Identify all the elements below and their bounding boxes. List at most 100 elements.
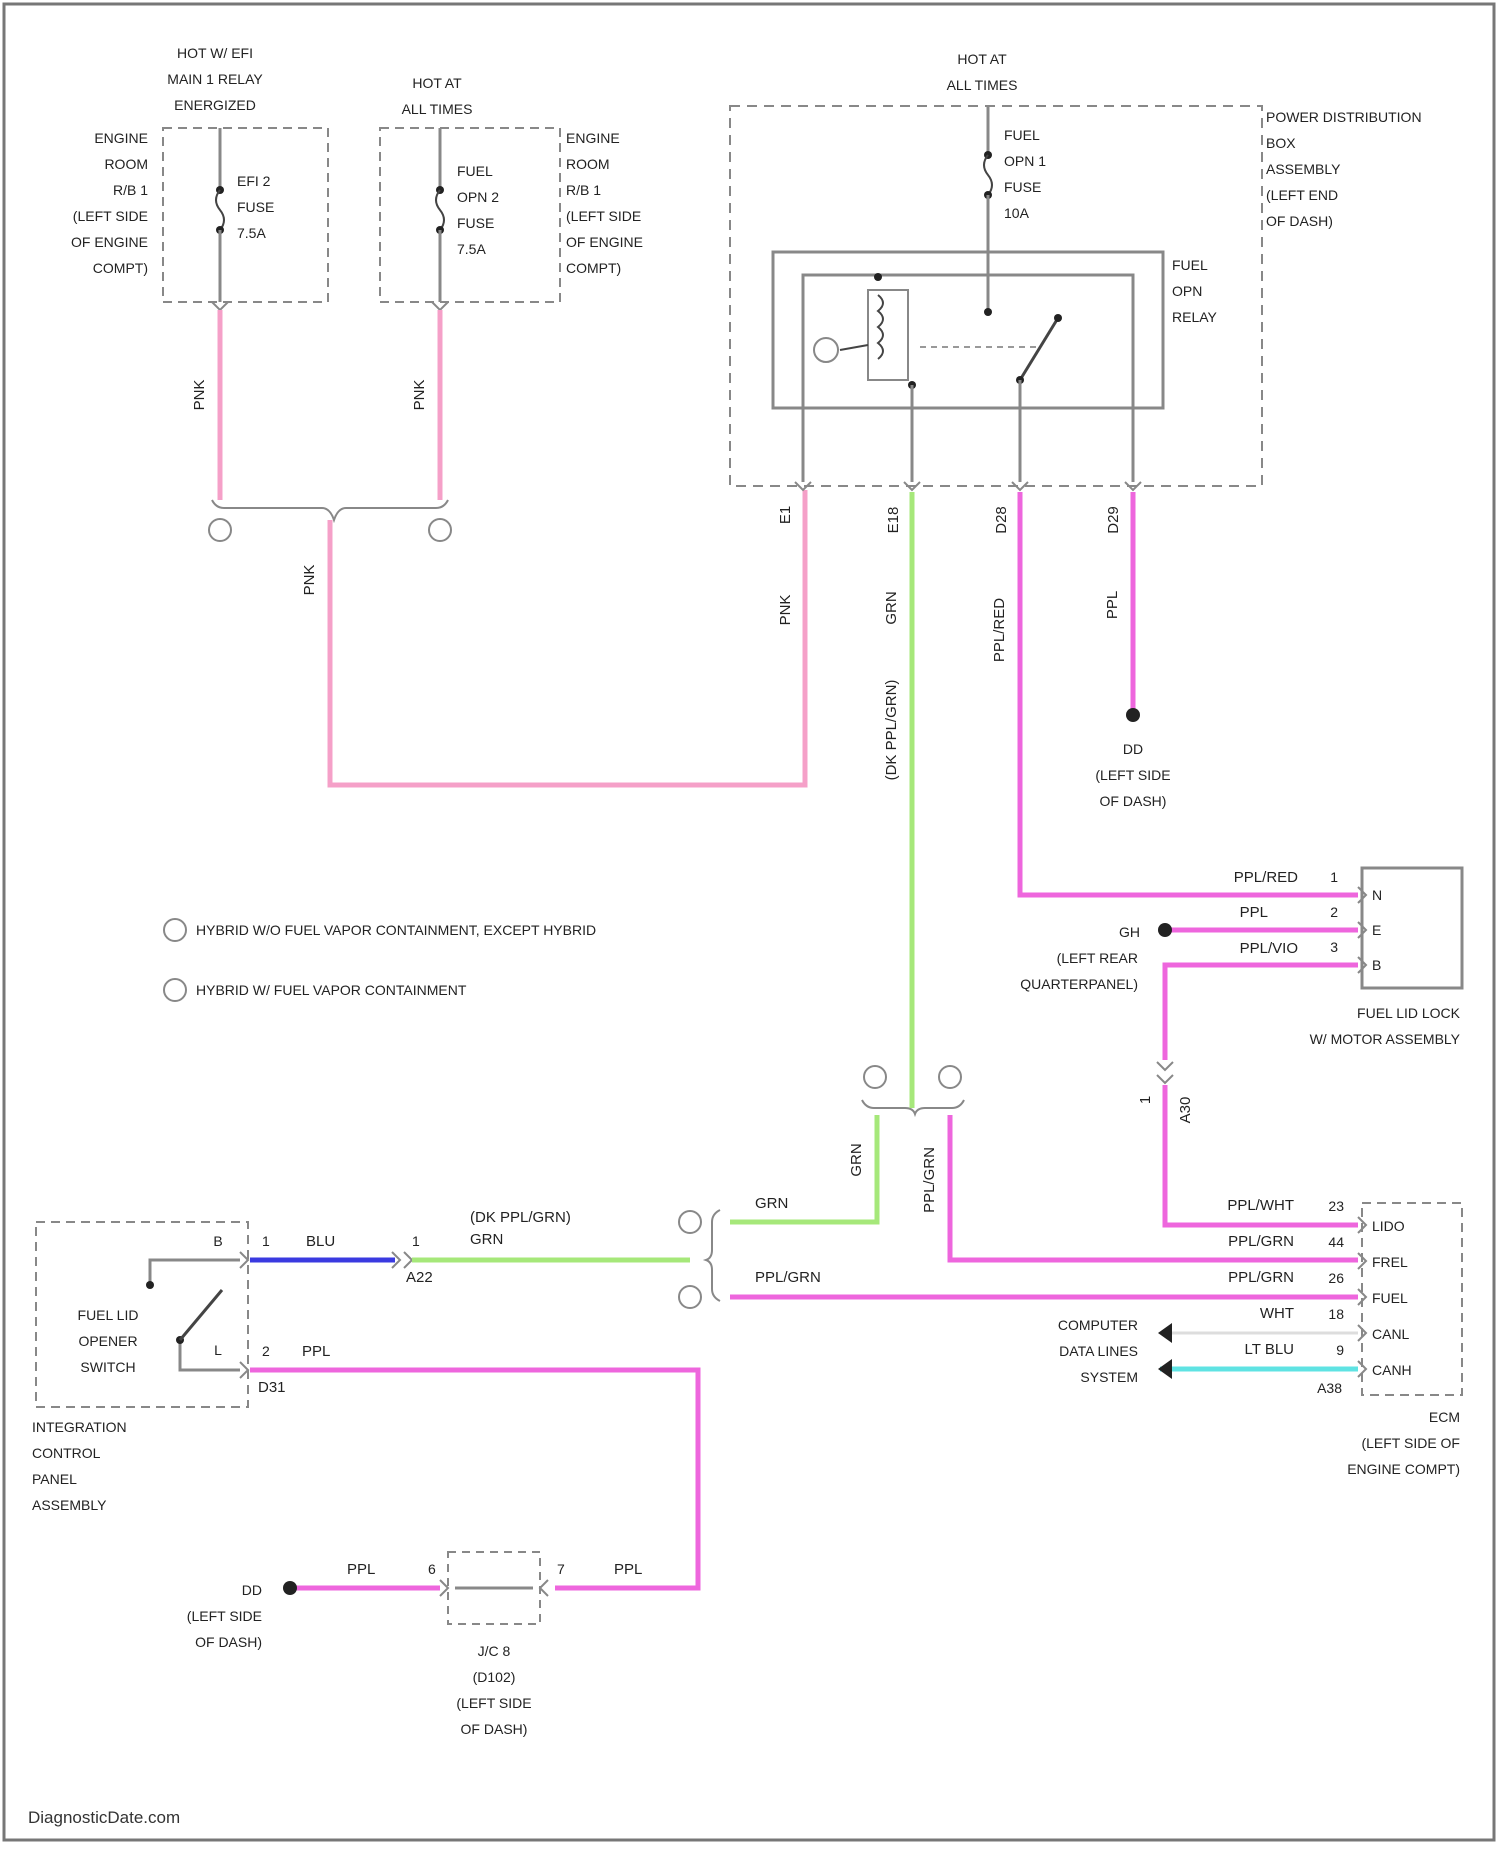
ecm-pin-num-44: 44	[1328, 1234, 1344, 1250]
ppl-label-jc8-right: PPL	[614, 1561, 642, 1578]
ecm-pin-lido: LIDO	[1372, 1218, 1405, 1234]
option-marker-2	[429, 519, 451, 541]
switch-pin-2: 2	[262, 1343, 270, 1359]
pnk-label-1: PNK	[191, 380, 208, 411]
fuel-lid-opener-switch-assembly: B L FUEL LID OPENER SWITCH 1 2 D31 INTEG…	[32, 1222, 286, 1513]
ecm-pin-canh: CANH	[1372, 1362, 1412, 1378]
power-distribution-box: HOT AT ALL TIMES POWER DISTRIBUTION BOX …	[730, 51, 1422, 534]
wht-label: WHT	[1260, 1305, 1294, 1322]
ecm-pin-num-9: 9	[1336, 1342, 1344, 1358]
ppl-grn-label-mid: PPL/GRN	[921, 1147, 938, 1213]
ground-dd-upper-icon	[1126, 708, 1140, 722]
grn-label-4: GRN	[470, 1231, 503, 1248]
pin-e1-label: E1	[777, 506, 794, 524]
jc8-label-4: OF DASH)	[461, 1721, 528, 1737]
switch-letter-l: L	[214, 1342, 222, 1358]
diode-link	[840, 345, 868, 350]
relay-label-3: RELAY	[1172, 309, 1218, 325]
lock-pin-b: B	[1372, 957, 1381, 973]
lock-pin-n: N	[1372, 887, 1382, 903]
fuel-opn2-fuse-icon	[436, 190, 444, 230]
ecm-pin-canl: CANL	[1372, 1326, 1410, 1342]
switch-pin-1: 1	[262, 1233, 270, 1249]
ground-gh-icon	[1158, 923, 1172, 937]
jc8-pin-7-terminal	[540, 1580, 548, 1596]
ecm-pin-num-26: 26	[1328, 1270, 1344, 1286]
ecm-title-2: (LEFT SIDE OF	[1361, 1435, 1460, 1451]
option-marker-1	[209, 519, 231, 541]
integration-label-2: CONTROL	[32, 1445, 101, 1461]
rb1-right-label-3: R/B 1	[566, 182, 601, 198]
pdb-label-2: BOX	[1266, 135, 1296, 151]
switch-b-wire	[150, 1260, 240, 1285]
ppl-label-switch: PPL	[302, 1343, 330, 1360]
lock-label-2: W/ MOTOR ASSEMBLY	[1310, 1031, 1461, 1047]
rb1-left-label-4: (LEFT SIDE	[73, 208, 148, 224]
ppl-grn-wire-frel	[950, 1115, 1358, 1260]
legend: HYBRID W/O FUEL VAPOR CONTAINMENT, EXCEP…	[164, 919, 596, 1001]
ppl-red-label-2: PPL/RED	[1234, 869, 1298, 886]
fuel-opn-relay-inner	[803, 275, 1133, 408]
switch-letter-b: B	[213, 1233, 222, 1249]
switch-b-dot	[146, 1281, 154, 1289]
efi-terminal	[212, 302, 228, 310]
rb1-left-label-6: COMPT)	[93, 260, 148, 276]
jc8-junction: 6 7 J/C 8 (D102) (LEFT SIDE OF DASH)	[428, 1552, 565, 1737]
computer-data-3: SYSTEM	[1080, 1369, 1138, 1385]
a30-pin-num: 1	[1137, 1096, 1154, 1104]
ppl-label-jc8-left: PPL	[347, 1561, 375, 1578]
d31-label: D31	[258, 1379, 286, 1396]
efi-hot-label-1: HOT W/ EFI	[177, 45, 253, 61]
relay-label-2: OPN	[1172, 283, 1202, 299]
pink-wire-to-relay-e1	[330, 490, 805, 785]
relay-contact-dot	[984, 308, 992, 316]
dd-lower-label-3: OF DASH)	[195, 1634, 262, 1650]
efi-fuse-group: HOT W/ EFI MAIN 1 RELAY ENERGIZED EFI 2 …	[71, 45, 328, 310]
opn1-label-2: OPN 1	[1004, 153, 1046, 169]
dk-ppl-grn-label-2: (DK PPL/GRN)	[470, 1209, 571, 1226]
rb1-left-label-1: ENGINE	[94, 130, 148, 146]
opn1-label-4: 10A	[1004, 205, 1030, 221]
grn-label-1: GRN	[883, 591, 900, 624]
option-marker-6	[679, 1286, 701, 1308]
dd-upper-label-2: (LEFT SIDE	[1095, 767, 1170, 783]
opener-label-3: SWITCH	[80, 1359, 135, 1375]
hot2-label-2: ALL TIMES	[947, 77, 1018, 93]
legend-marker-1-icon	[164, 919, 186, 941]
pnk-label-2: PNK	[411, 380, 428, 411]
ppl-red-label-1: PPL/RED	[991, 598, 1008, 662]
ppl-grn-label-ecm-2: PPL/GRN	[1228, 1269, 1294, 1286]
integration-label-4: ASSEMBLY	[32, 1497, 107, 1513]
a22-terminal-right	[404, 1252, 412, 1268]
pdb-label-5: OF DASH)	[1266, 213, 1333, 229]
option-marker-5	[679, 1211, 701, 1233]
gh-loc-2: QUARTERPANEL)	[1020, 976, 1138, 992]
opn2-fuse-label-2: OPN 2	[457, 189, 499, 205]
efi-hot-label-2: MAIN 1 RELAY	[167, 71, 263, 87]
rb1-right-label-5: OF ENGINE	[566, 234, 643, 250]
lock-pin-num-3: 3	[1330, 939, 1338, 955]
pin-d28-label: D28	[993, 506, 1010, 534]
legend-text-2: HYBRID W/ FUEL VAPOR CONTAINMENT	[196, 982, 467, 998]
rb1-right-label-4: (LEFT SIDE	[566, 208, 641, 224]
ecm-conn-label: A38	[1317, 1380, 1342, 1396]
fuel-opn1-fuse-icon	[984, 155, 992, 195]
ppl-wht-label: PPL/WHT	[1227, 1197, 1294, 1214]
switch-l-wire	[180, 1340, 240, 1370]
switch-pin-2-terminal	[240, 1362, 248, 1378]
efi-hot-label-3: ENERGIZED	[174, 97, 256, 113]
lock-pin-e: E	[1372, 922, 1381, 938]
rb1-right-label-6: COMPT)	[566, 260, 621, 276]
dd-upper-label-1: DD	[1123, 741, 1143, 757]
rb1-left-label-5: OF ENGINE	[71, 234, 148, 250]
can-arrow-2-icon	[1158, 1359, 1172, 1379]
fuel-lid-switch-icon	[180, 1290, 222, 1340]
grn-label-2: GRN	[848, 1143, 865, 1176]
jc8-pin-7: 7	[557, 1561, 565, 1577]
rb1-left-label-2: ROOM	[104, 156, 148, 172]
dd-upper-label-3: OF DASH)	[1100, 793, 1167, 809]
option-marker-3	[864, 1066, 886, 1088]
ecm-pin-fuel: FUEL	[1372, 1290, 1408, 1306]
rb1-left-label-3: R/B 1	[113, 182, 148, 198]
